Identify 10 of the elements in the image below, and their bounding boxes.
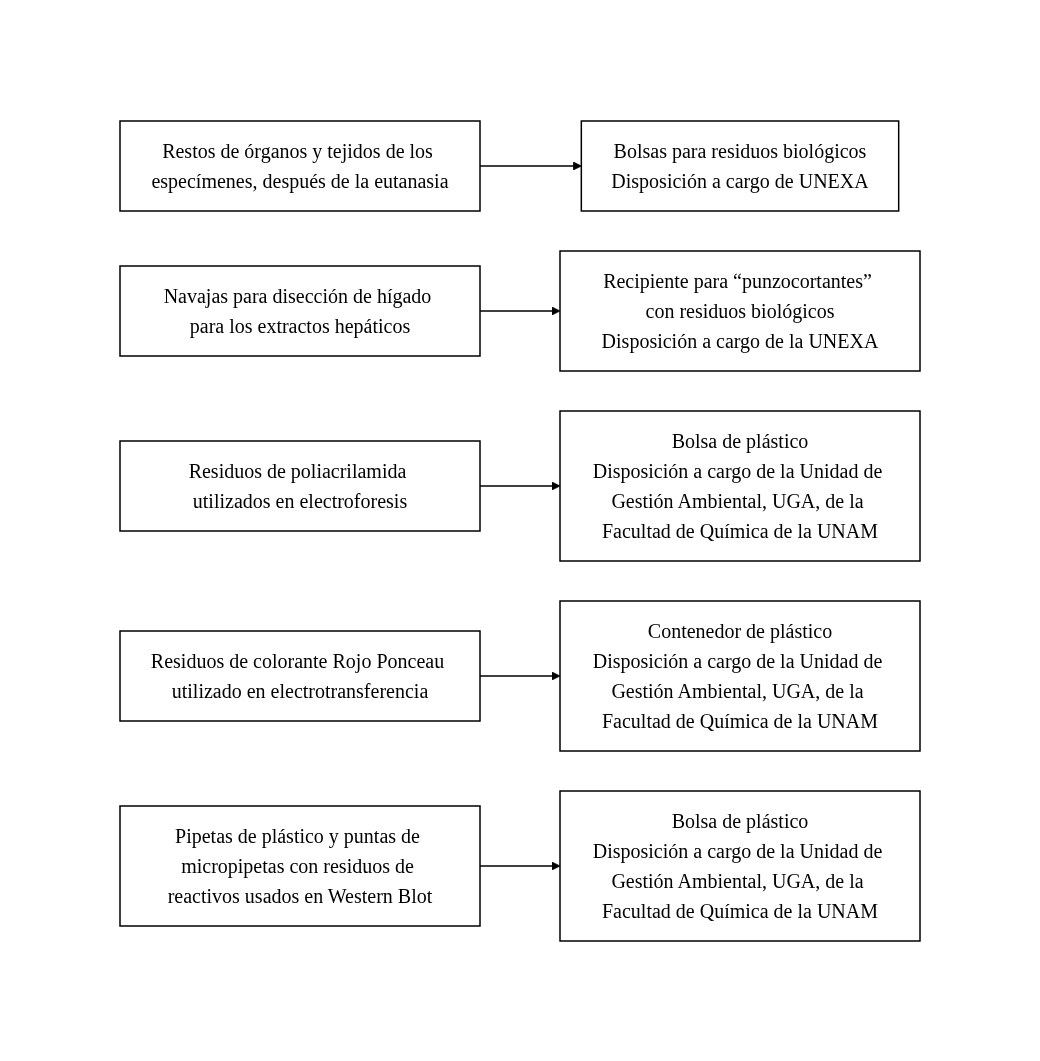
node-box: Contenedor de plástico Disposición a cargo de la Unidad de Gestión Ambiental, UGA, de la Facultad de Química de la UNAM [559,599,921,752]
node-box: Bolsas para residuos biológicos Disposición a cargo de UNEXA [580,119,900,212]
node-box: Bolsa de plástico Disposición a cargo de la Unidad de Gestión Ambiental, UGA, de la Facultad de Química de la UNAM [559,789,921,942]
node-box: Residuos de colorante Rojo Ponceau utilizado en electrotransferencia [119,629,481,722]
node-box: Pipetas de plástico y puntas de micropipetas con residuos de reactivos usados en Western Blot [119,804,481,927]
node-box: Recipiente para “punzocortantes” con residuos biológicos Disposición a cargo de la UNEXA [559,249,921,372]
node-box: Navajas para disección de hígado para los extractos hepáticos [119,264,481,357]
node-box: Bolsa de plástico Disposición a cargo de la Unidad de Gestión Ambiental, UGA, de la Facultad de Química de la UNAM [559,409,921,562]
node-box: Residuos de poliacrilamida utilizados en electroforesis [119,439,481,532]
node-box: Restos de órganos y tejidos de los especímenes, después de la eutanasia [119,119,481,212]
